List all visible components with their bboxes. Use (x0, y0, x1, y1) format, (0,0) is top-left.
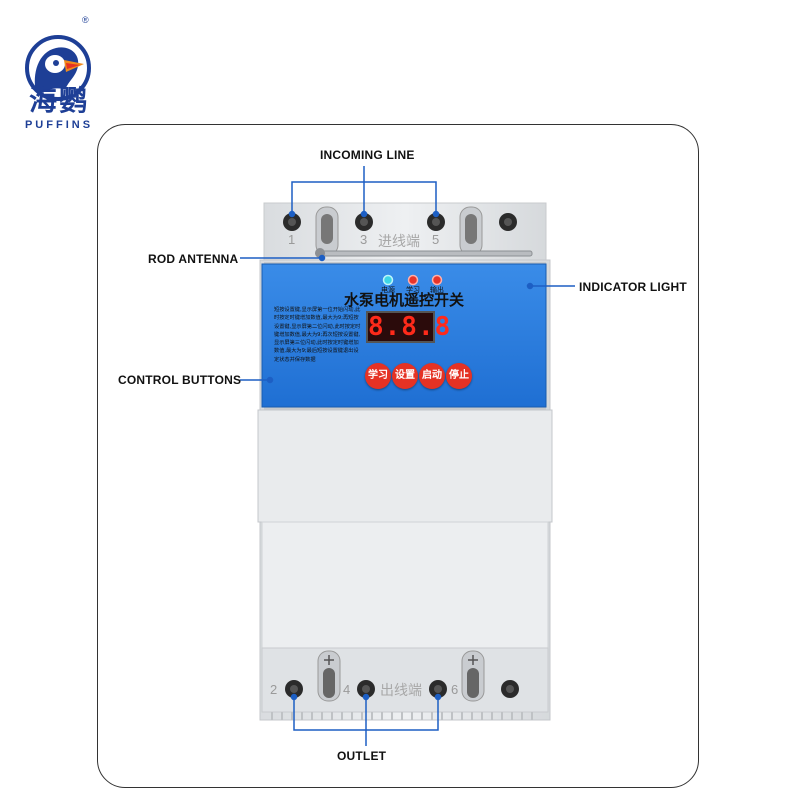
callout-lines (240, 166, 575, 746)
terminal-number: 2 (270, 682, 278, 697)
rod-antenna (315, 248, 533, 258)
instruction-text: 短按设置键,显示屏第一位开始闪动,此时按定时键增加数值,最大为9;再短按设置键,… (274, 307, 361, 363)
middle-cover (257, 409, 553, 523)
indicator-label-output: 输出 (430, 286, 444, 294)
device-title: 水泵电机遥控开关 (343, 291, 464, 309)
stop-button[interactable]: 停止 (446, 363, 472, 389)
brand-name-cn: 海鹦 (28, 84, 89, 117)
terminal-number: 4 (343, 682, 351, 697)
callout-rod-antenna: ROD ANTENNA (148, 252, 239, 266)
bottom-terminal-holes (285, 680, 519, 698)
top-terminal-holes (283, 213, 517, 231)
bottom-terminal-block (261, 647, 549, 713)
bottom-screw-slots (317, 650, 485, 702)
start-button[interactable]: 启动 (419, 363, 445, 389)
brand-name-en: PUFFINS (24, 119, 94, 131)
top-screw-slots (315, 206, 483, 256)
settings-button[interactable]: 设置 (392, 363, 418, 389)
learn-button[interactable]: 学习 (365, 363, 391, 389)
bottom-vent-ridges (271, 712, 533, 720)
callout-outlet: OUTLET (337, 749, 387, 763)
outgoing-terminal-label: 出线端 (380, 683, 422, 699)
terminal-number: 5 (432, 232, 440, 247)
indicator-leds (382, 274, 443, 286)
puffins-logo-icon (25, 35, 91, 101)
terminal-number: 1 (288, 232, 296, 247)
incoming-terminal-label: 进线端 (378, 234, 420, 250)
callout-control-buttons: CONTROL BUTTONS (118, 373, 242, 387)
callout-incoming-line: INCOMING LINE (320, 148, 415, 162)
indicator-label-power: 电源 (381, 286, 395, 294)
registered-mark: ® (82, 15, 89, 25)
indicator-label-learn: 学习 (406, 286, 420, 294)
terminal-number: 3 (360, 232, 368, 247)
callout-indicator-light: INDICATOR LIGHT (579, 280, 687, 294)
terminal-number: 6 (451, 682, 459, 697)
led-display: 8.8.8 (366, 311, 452, 343)
product-frame (97, 124, 699, 788)
